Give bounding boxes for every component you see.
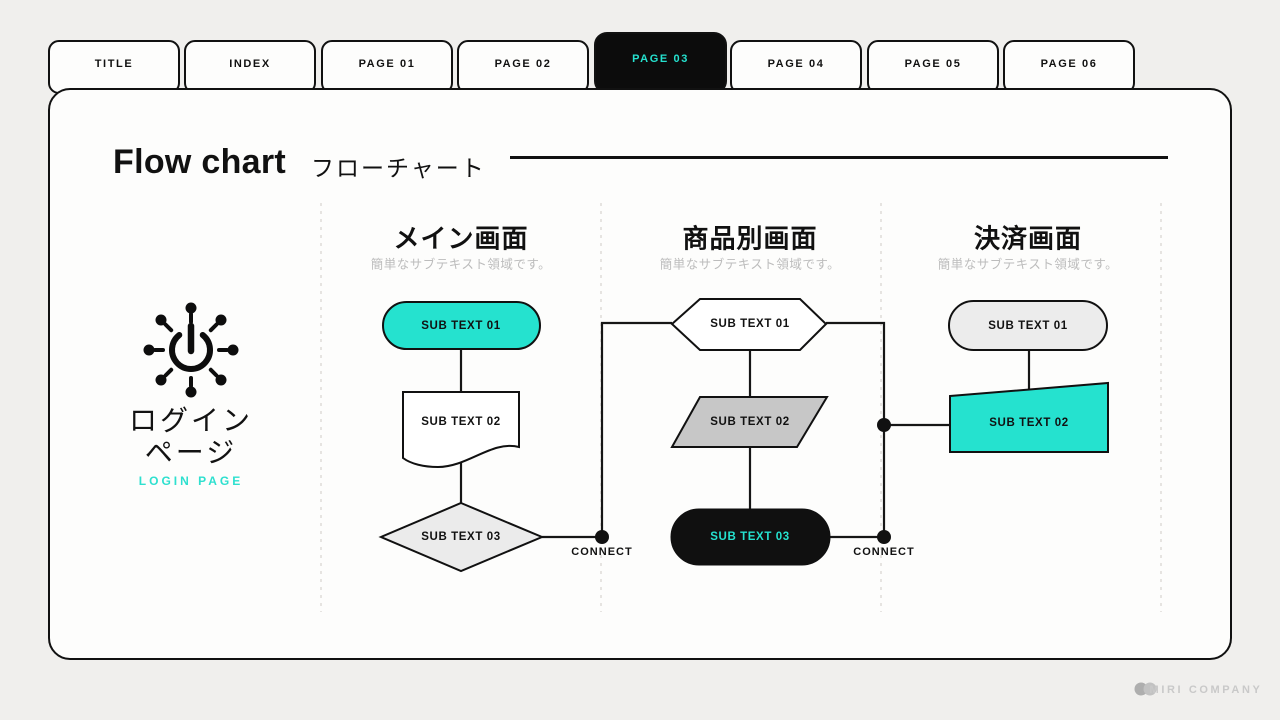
column-title: 決済画面 <box>973 223 1083 254</box>
column-subtitle: 簡単なサブテキスト領域です。 <box>659 257 841 272</box>
node-label: SUB TEXT 02 <box>989 417 1069 429</box>
col1-node3-diamond[interactable] <box>378 501 545 573</box>
tab-page-03[interactable]: PAGE 03 <box>594 32 727 94</box>
node-label: SUB TEXT 01 <box>421 320 501 332</box>
column-subtitle: 簡単なサブテキスト領域です。 <box>370 257 552 272</box>
brand-logo-icon <box>1134 682 1157 696</box>
col3-node1-pill[interactable] <box>948 300 1108 351</box>
node-label: SUB TEXT 03 <box>421 531 501 543</box>
tab-title[interactable]: TITLE <box>48 40 180 94</box>
page-title-ja: フローチャート <box>311 155 486 181</box>
connector-line <box>826 321 886 537</box>
tab-page-01[interactable]: PAGE 01 <box>321 40 453 94</box>
tab-page-04[interactable]: PAGE 04 <box>730 40 862 94</box>
login-heading-line1: ログイン <box>128 405 254 436</box>
col2-node1-hexagon[interactable] <box>670 298 828 351</box>
slide-card <box>48 88 1232 660</box>
connector-dot <box>877 418 891 432</box>
column-title: メイン画面 <box>393 223 529 254</box>
connect-label: CONNECT <box>853 546 915 558</box>
col1-node2-document[interactable] <box>402 391 520 469</box>
connect-label: CONNECT <box>571 546 633 558</box>
node-label: SUB TEXT 03 <box>710 531 790 543</box>
title-rule <box>510 156 1168 159</box>
col2-node2-parallelogram[interactable] <box>670 396 829 448</box>
node-label: SUB TEXT 01 <box>988 320 1068 332</box>
page-title: Flow chart <box>113 143 287 181</box>
node-label: SUB TEXT 02 <box>710 416 790 428</box>
node-label: SUB TEXT 02 <box>421 416 501 428</box>
login-heading-line2: ページ <box>144 437 238 468</box>
col3-node2-trapezoid[interactable] <box>949 381 1109 453</box>
connector-lines <box>459 321 1031 539</box>
col1-node1-pill[interactable] <box>382 301 541 350</box>
connector-line <box>600 321 672 537</box>
connector-dot <box>877 530 891 544</box>
col2-node3-pill[interactable] <box>670 508 831 566</box>
node-label: SUB TEXT 01 <box>710 318 790 330</box>
connector-dot <box>595 530 609 544</box>
login-caption: LOGIN PAGE <box>138 474 244 488</box>
column-subtitle: 簡単なサブテキスト領域です。 <box>937 257 1119 272</box>
footer-brand: MIRI COMPANY <box>1149 684 1263 696</box>
column-title: 商品別画面 <box>682 223 818 254</box>
power-icon <box>143 302 239 398</box>
tab-page-05[interactable]: PAGE 05 <box>867 40 999 94</box>
